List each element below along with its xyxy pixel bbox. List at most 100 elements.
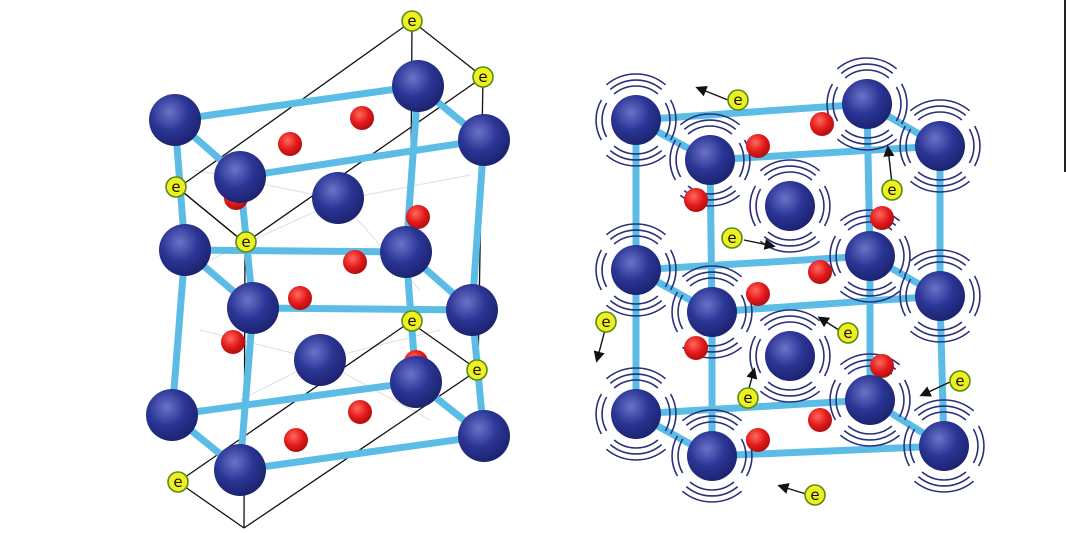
vibration-arcs [595, 57, 985, 503]
electron: e [949, 370, 971, 392]
vibration-arc [595, 99, 603, 141]
vibration-arc [743, 139, 751, 181]
small-atom [284, 428, 308, 452]
vibration-arc [767, 171, 813, 181]
metal-atom [611, 389, 661, 439]
bond-lines-left [168, 82, 488, 474]
bond-line [181, 246, 410, 256]
vibration-arc [917, 321, 963, 331]
electron-marker [472, 66, 494, 88]
vibration-arc [909, 180, 971, 193]
vibration-arc [840, 63, 894, 75]
vibration-arc [749, 185, 757, 227]
vibration-arc [899, 275, 907, 317]
vibration-arc [829, 235, 837, 277]
vibration-arc [898, 238, 905, 274]
vibration-arc [679, 113, 741, 126]
vibration-arc [613, 439, 659, 449]
metal-atom [685, 135, 735, 185]
vibration-arc [903, 235, 911, 277]
vibration-arc [905, 128, 912, 164]
vibration-arc [669, 393, 677, 435]
vibration-arc [905, 278, 912, 314]
bond-line [936, 292, 948, 450]
vibration-arc [973, 275, 981, 317]
vibration-arc [921, 471, 967, 481]
vibration-arc [605, 73, 667, 86]
vibration-arc [613, 145, 659, 155]
small-atom [343, 250, 367, 274]
bond-line [236, 304, 257, 474]
vibration-arc [763, 235, 817, 247]
vibration-arc [755, 338, 762, 374]
vibration-arc [917, 171, 963, 181]
vibration-arc [836, 138, 898, 151]
vibration-arc [613, 295, 659, 305]
electron-label: e [727, 229, 736, 247]
electron: e [721, 227, 743, 249]
vibration-arc [605, 448, 667, 461]
vibration-arc [671, 435, 679, 477]
vibration-arc [843, 285, 897, 297]
electron: e [401, 310, 423, 332]
bond-line [249, 304, 476, 314]
vibration-arc [671, 291, 679, 333]
bond-line [168, 378, 420, 419]
vibration-arc [613, 379, 659, 389]
vibration-arc [740, 438, 747, 474]
vibration-arc [921, 411, 967, 421]
atoms-right [611, 79, 969, 481]
electron: e [881, 179, 903, 201]
vibration-arc [818, 188, 825, 224]
atoms-left [146, 60, 510, 496]
metal-atom [919, 421, 969, 471]
metal-atom [842, 79, 892, 129]
frame-edge-divider [1064, 0, 1066, 172]
electron-label: e [173, 473, 182, 491]
vibration-arc [913, 325, 967, 337]
bond-lines-right [632, 100, 948, 460]
vibration-arc [749, 335, 757, 377]
vibration-arc [595, 249, 603, 291]
vibration-arc [909, 99, 971, 112]
vibration-arc [917, 111, 963, 121]
vibration-arc [683, 119, 737, 131]
bond-line [632, 100, 871, 124]
small-atom [684, 188, 708, 212]
vibration-arc [895, 86, 902, 122]
vibration-arc [913, 105, 967, 117]
vibration-arc [835, 382, 842, 418]
motion-arrow [695, 85, 729, 101]
small-atom [810, 112, 834, 136]
electron-marker [401, 10, 423, 32]
vibration-arc [763, 165, 817, 177]
bond-line [706, 142, 944, 164]
vibration-arc [829, 379, 837, 421]
vibration-arc [664, 252, 671, 288]
vibration-arc [913, 255, 967, 267]
vibration-arc [844, 129, 890, 139]
electron-marker [737, 387, 759, 409]
electron: e [804, 484, 826, 506]
vibration-arc [917, 261, 963, 271]
electron-label: e [743, 389, 752, 407]
vibration-arc [909, 428, 916, 464]
electron: e [167, 471, 189, 493]
vibration-arc [847, 281, 893, 291]
electron-marker [881, 179, 903, 201]
vibration-arc [685, 271, 739, 283]
metal-atom [458, 114, 510, 166]
vibration-arc [903, 425, 911, 467]
vibration-arc [759, 309, 821, 322]
vibration-arc [823, 185, 831, 227]
vibration-arc [767, 381, 813, 391]
bond-line [863, 100, 874, 260]
vibration-arc [738, 142, 745, 178]
small-atom [808, 408, 832, 432]
metal-atom [149, 94, 201, 146]
vibration-arc [843, 429, 897, 441]
vibration-arc [669, 139, 677, 181]
